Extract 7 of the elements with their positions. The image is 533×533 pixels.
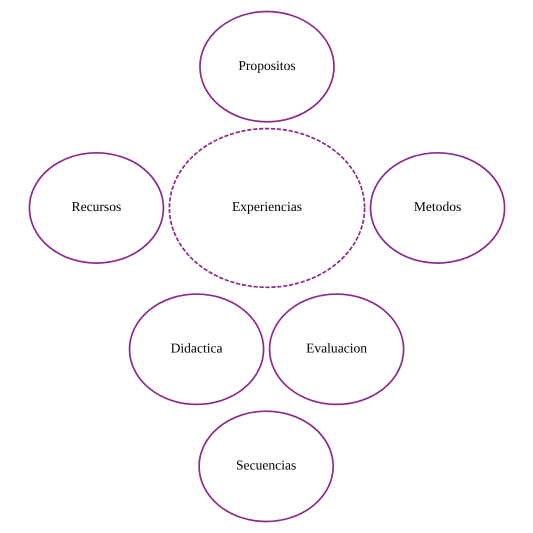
node-ellipse: Evaluacion [268,293,404,406]
node-ellipse: Didactica [128,293,264,406]
node-ellipse: Propositos [198,10,334,123]
node-ellipse: Experiencias [168,128,365,288]
node-ellipse: Metodos [369,152,505,264]
node-ellipse: Recursos [28,152,164,264]
node-ellipse: Secuencias [198,410,334,522]
